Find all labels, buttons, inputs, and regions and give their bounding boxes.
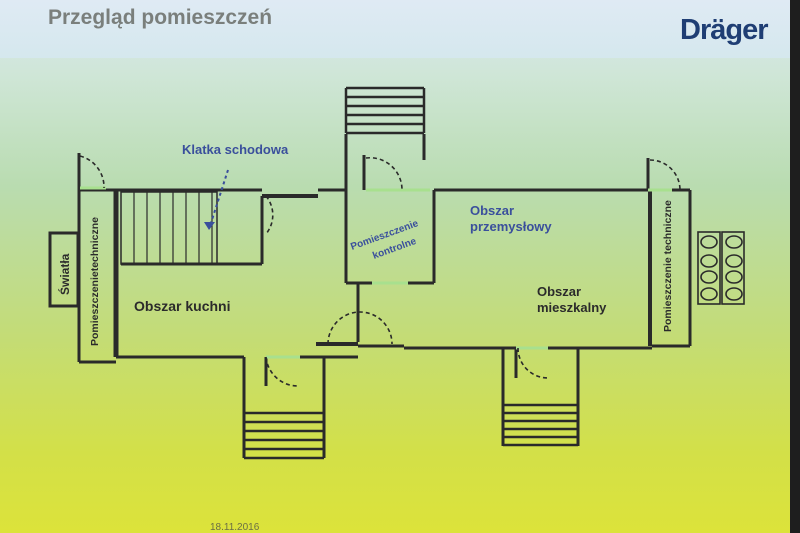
steps-bottom-right — [503, 403, 578, 447]
gas-cylinders — [697, 231, 745, 305]
staircase-arrow — [209, 169, 229, 227]
steps-top — [344, 86, 426, 135]
header-band — [0, 0, 790, 58]
living-area-label-1: Obszar — [537, 284, 581, 299]
kitchen-area-label: Obszar kuchni — [134, 298, 230, 314]
door-openings — [80, 186, 672, 359]
door-swing-entry-right — [517, 347, 549, 379]
steps-bottom-left — [244, 411, 324, 460]
industrial-area-label-1: Obszar — [470, 203, 514, 218]
door-swing-stair — [265, 195, 274, 235]
staircase — [120, 191, 218, 265]
door-swings — [79, 155, 681, 387]
living-area-label-2: mieszkalny — [537, 300, 607, 315]
drager-logo: Dräger — [680, 14, 768, 46]
door-swing-entry-top — [365, 156, 403, 191]
industrial-area-label-2: przemysłowy — [470, 219, 552, 234]
technical-room-right-label: Pomieszczenie techniczne — [662, 200, 674, 332]
lights-label: Światła — [57, 253, 72, 295]
walls — [48, 134, 692, 458]
staircase-arrow-head — [204, 222, 215, 230]
screen-edge — [790, 0, 800, 533]
technical-room-left-label: Pomieszczenietechniczne — [89, 217, 101, 346]
door-swing-entry-left — [265, 356, 299, 387]
slide-title: Przegląd pomieszczeń — [48, 6, 273, 29]
footer-date: 18.11.2016 — [210, 522, 260, 533]
door-swing-tech-right — [649, 159, 681, 191]
door-swing-tech-left — [79, 155, 105, 189]
door-swing-center — [327, 311, 393, 345]
staircase-label: Klatka schodowa — [182, 142, 289, 157]
